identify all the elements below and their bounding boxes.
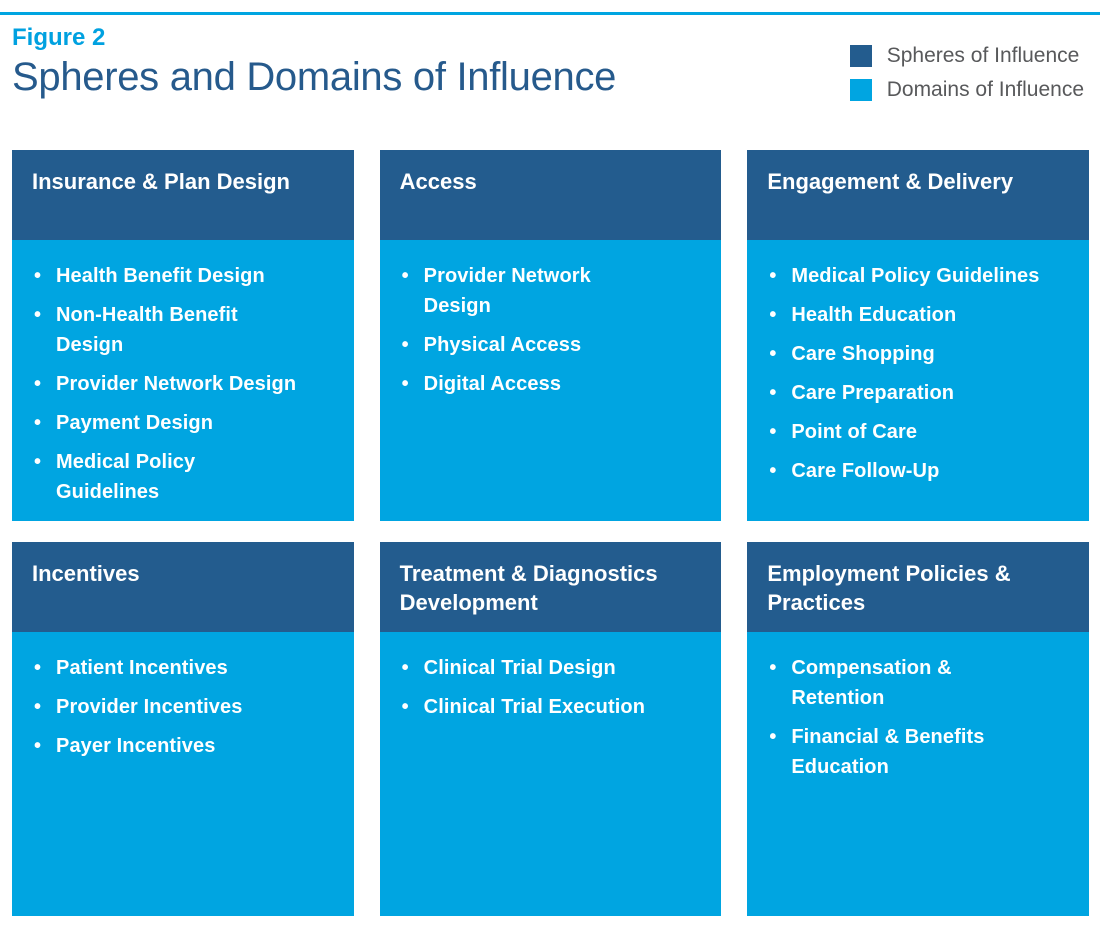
figure-header: Figure 2 Spheres and Domains of Influenc… xyxy=(12,24,616,100)
card-list-item: • Digital Access xyxy=(402,369,716,399)
card-item-text: Payer Incentives xyxy=(56,735,216,757)
legend-item: Spheres of Influence xyxy=(849,44,1084,67)
card-list-item: • Clinical Trial Design xyxy=(402,653,716,683)
card-item-text: Care Preparation xyxy=(791,382,955,404)
card-list: • Clinical Trial Design • Clinical Trial… xyxy=(402,653,716,722)
card-body: • Health Benefit Design • Non-Health Ben… xyxy=(12,240,354,521)
legend: Spheres of Influence Domains of Influenc… xyxy=(849,44,1084,101)
top-rule xyxy=(0,12,1100,15)
legend-swatch-icon xyxy=(849,79,872,101)
card-list: • Compensation & Retention • Financial &… xyxy=(769,653,1083,782)
card: Insurance & Plan Design • Health Benefit… xyxy=(12,150,354,521)
card: Incentives • Patient Incentives • Provid… xyxy=(12,542,354,916)
figure-label: Figure 2 xyxy=(12,24,106,51)
card-list-item: • Health Education xyxy=(769,300,1083,330)
card-body: • Provider Network Design • Physical Acc… xyxy=(379,240,722,521)
bullet-icon: • xyxy=(769,382,777,404)
legend-label: Domains of Influence xyxy=(886,78,1084,101)
card-body: • Medical Policy Guidelines • Health Edu… xyxy=(747,240,1089,521)
card-item-text: Clinical Trial Design xyxy=(423,657,616,679)
bullet-icon: • xyxy=(34,265,42,287)
card-item-text: Health Benefit Design xyxy=(56,265,265,287)
card-title: Access xyxy=(379,150,722,240)
card-list: • Patient Incentives • Provider Incentiv… xyxy=(34,653,348,761)
card-list-item: • Medical Policy Guidelines xyxy=(769,261,1083,291)
bullet-icon: • xyxy=(401,657,409,679)
card-item-text: Financial & Benefits Education xyxy=(791,726,985,778)
card-list-item: • Provider Network Design xyxy=(402,261,716,321)
card-title: Incentives xyxy=(12,542,354,632)
card: Employment Policies & Practices • Compen… xyxy=(747,542,1089,916)
bullet-icon: • xyxy=(769,265,777,287)
card-item-text: Digital Access xyxy=(423,373,562,395)
card-list-item: • Medical Policy Guidelines xyxy=(34,447,348,507)
bullet-icon: • xyxy=(769,343,777,365)
bullet-icon: • xyxy=(401,373,409,395)
legend-swatch-icon xyxy=(849,45,872,67)
legend-item: Domains of Influence xyxy=(849,78,1084,101)
card-list-item: • Care Follow-Up xyxy=(769,456,1083,486)
card-item-text: Medical Policy Guidelines xyxy=(791,265,1040,287)
bullet-icon: • xyxy=(401,334,409,356)
card-list: • Health Benefit Design • Non-Health Ben… xyxy=(34,261,348,507)
bullet-icon: • xyxy=(34,657,42,679)
card: Treatment & Diagnostics Development • Cl… xyxy=(379,542,722,916)
card-item-text: Compensation & Retention xyxy=(791,657,952,709)
card-title: Employment Policies & Practices xyxy=(747,542,1089,632)
cards-grid: Insurance & Plan Design • Health Benefit… xyxy=(12,150,1089,916)
card-list-item: • Clinical Trial Execution xyxy=(402,692,716,722)
card-item-text: Provider Incentives xyxy=(56,696,243,718)
card-list-item: • Patient Incentives xyxy=(34,653,348,683)
card-list-item: • Provider Incentives xyxy=(34,692,348,722)
card-item-text: Provider Network Design xyxy=(423,265,591,317)
card-title: Treatment & Diagnostics Development xyxy=(379,542,722,632)
card-title: Insurance & Plan Design xyxy=(12,150,354,240)
bullet-icon: • xyxy=(401,265,409,287)
card-list-item: • Point of Care xyxy=(769,417,1083,447)
bullet-icon: • xyxy=(34,451,42,473)
card-list-item: • Payer Incentives xyxy=(34,731,348,761)
card-item-text: Care Shopping xyxy=(791,343,935,365)
card-list-item: • Provider Network Design xyxy=(34,369,348,399)
legend-label: Spheres of Influence xyxy=(886,44,1080,67)
card-item-text: Medical Policy Guidelines xyxy=(56,451,196,503)
card-list-item: • Compensation & Retention xyxy=(769,653,1083,713)
card-item-text: Physical Access xyxy=(423,334,582,356)
card-list: • Provider Network Design • Physical Acc… xyxy=(402,261,716,399)
card-body: • Compensation & Retention • Financial &… xyxy=(747,632,1089,916)
bullet-icon: • xyxy=(34,373,42,395)
bullet-icon: • xyxy=(769,657,777,679)
card-list-item: • Health Benefit Design xyxy=(34,261,348,291)
bullet-icon: • xyxy=(34,304,42,326)
card-list-item: • Care Shopping xyxy=(769,339,1083,369)
card-list-item: • Financial & Benefits Education xyxy=(769,722,1083,782)
card-list-item: • Payment Design xyxy=(34,408,348,438)
card-body: • Patient Incentives • Provider Incentiv… xyxy=(12,632,354,916)
bullet-icon: • xyxy=(34,412,42,434)
bullet-icon: • xyxy=(769,726,777,748)
bullet-icon: • xyxy=(34,735,42,757)
card-item-text: Provider Network Design xyxy=(56,373,297,395)
bullet-icon: • xyxy=(769,304,777,326)
card: Access • Provider Network Design • Physi… xyxy=(379,150,722,521)
card-item-text: Clinical Trial Execution xyxy=(423,696,646,718)
card-body: • Clinical Trial Design • Clinical Trial… xyxy=(379,632,722,916)
bullet-icon: • xyxy=(34,696,42,718)
card-list-item: • Non-Health Benefit Design xyxy=(34,300,348,360)
card-item-text: Non-Health Benefit Design xyxy=(56,304,238,356)
card-title: Engagement & Delivery xyxy=(747,150,1089,240)
card: Engagement & Delivery • Medical Policy G… xyxy=(747,150,1089,521)
card-item-text: Patient Incentives xyxy=(56,657,228,679)
card-item-text: Point of Care xyxy=(791,421,918,443)
card-item-text: Health Education xyxy=(791,304,957,326)
card-list-item: • Care Preparation xyxy=(769,378,1083,408)
bullet-icon: • xyxy=(401,696,409,718)
bullet-icon: • xyxy=(769,460,777,482)
figure-title: Spheres and Domains of Influence xyxy=(12,55,617,99)
bullet-icon: • xyxy=(769,421,777,443)
card-item-text: Payment Design xyxy=(56,412,214,434)
card-list: • Medical Policy Guidelines • Health Edu… xyxy=(769,261,1083,486)
card-list-item: • Physical Access xyxy=(402,330,716,360)
card-item-text: Care Follow-Up xyxy=(791,460,940,482)
